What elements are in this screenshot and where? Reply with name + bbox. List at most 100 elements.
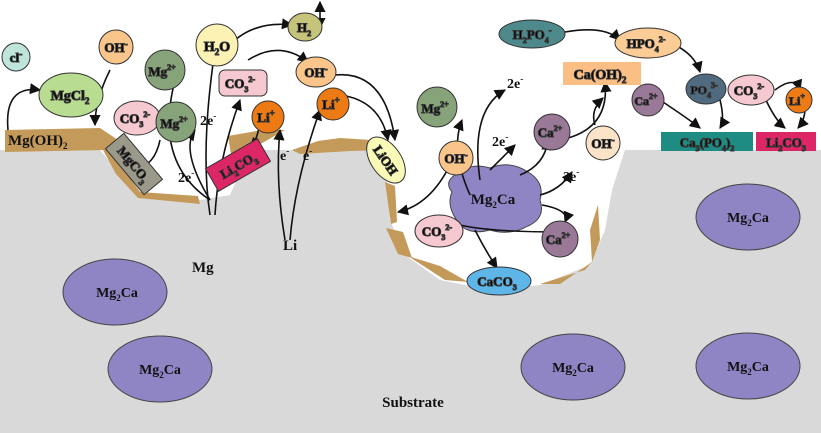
film-pit-right-4: [590, 205, 600, 262]
mgoh2-label: Mg(OH)2: [8, 133, 68, 151]
film-pit-right-1: [385, 182, 397, 224]
svg-text:Ca3(PO4)2: Ca3(PO4)2: [680, 135, 735, 153]
svg-text:OH-: OH-: [591, 135, 614, 151]
water-molecule: H2O: [195, 23, 239, 67]
arrow: [539, 171, 573, 196]
arrow: [6, 83, 42, 131]
mg2ca-particle: [107, 335, 213, 403]
arrow: [719, 99, 731, 129]
svg-text:Ca2+: Ca2+: [634, 92, 658, 108]
carbonate-ion: CO32-: [727, 74, 775, 106]
mg2ca-label: Mg2Ca: [96, 286, 138, 303]
arrow: [184, 129, 211, 201]
hydroxide-ion: OH-: [295, 56, 337, 88]
mg2ca-label: Mg2Ca: [727, 360, 769, 377]
electron-label: e-: [280, 146, 289, 164]
mg2ca-particle-irregular: [448, 164, 542, 233]
arrow: [659, 99, 701, 129]
calcium-phosphate-film: Ca3(PO4)2: [661, 132, 753, 154]
mg-metal-label: Mg: [192, 260, 214, 276]
arrow: [591, 97, 604, 126]
magnesium-ion: Mg2+: [144, 49, 186, 91]
svg-text:cl-: cl-: [10, 49, 22, 65]
svg-text:OH-: OH-: [104, 39, 127, 55]
svg-text:CO32-: CO32-: [120, 110, 151, 129]
magnesium-ion: Mg2+: [155, 101, 197, 143]
arrow: [273, 128, 286, 241]
plain-labels: Mg(OH)2 2e- 2e- e- e- 2e- 2e- 2e- Mg Li …: [8, 74, 769, 411]
arrow: [289, 108, 322, 241]
mgcl2-compound: MgCl2: [38, 72, 104, 118]
arrow: [764, 97, 786, 129]
arrow: [477, 89, 506, 181]
magnesium-ion: Mg2+: [416, 86, 458, 128]
svg-text:Li+: Li+: [322, 95, 339, 112]
electrons-label: 2e-: [507, 74, 523, 92]
film-pit-right-5: [540, 262, 592, 284]
hydroxide-ion: OH-: [438, 140, 474, 176]
svg-text:OH-: OH-: [304, 64, 327, 80]
carbonate-ion: CO32-: [113, 100, 161, 136]
arrow: [205, 48, 220, 216]
substrate-label: Substrate: [382, 395, 444, 411]
svg-text:HPO42-: HPO42-: [627, 35, 666, 54]
svg-text:Mg2+: Mg2+: [160, 115, 188, 131]
mg2ca-particles: [62, 164, 801, 403]
calcium-carbonate: CaCO3: [466, 266, 532, 296]
mg2ca-particle: [695, 332, 801, 400]
arrow: [489, 144, 516, 171]
mg2ca-label: Mg2Ca: [471, 192, 516, 210]
svg-text:Li+: Li+: [257, 108, 274, 125]
svg-text:CaCO3: CaCO3: [477, 274, 516, 292]
lithium-ion: Li+: [251, 100, 285, 134]
electrons-label: 2e-: [178, 168, 194, 186]
svg-text:H2O: H2O: [204, 40, 230, 57]
arrow: [168, 68, 211, 201]
arrow: [247, 49, 309, 63]
hydroxide-ion: OH-: [585, 125, 621, 161]
carbonate-ion: CO32-: [414, 214, 464, 248]
svg-text:Mg2+: Mg2+: [148, 63, 176, 79]
svg-text:Li2CO3: Li2CO3: [766, 135, 806, 153]
calcium-hydroxide: Ca(OH)2: [563, 62, 641, 86]
svg-text:Li+: Li+: [789, 92, 805, 108]
lithium-ion: Li+: [316, 87, 350, 121]
arrow: [334, 73, 400, 142]
calcium-ion: Ca2+: [533, 113, 571, 151]
hydrogen-gas: H2: [287, 12, 323, 42]
svg-text:Ca2+: Ca2+: [538, 124, 563, 140]
electrons-label: 2e-: [200, 111, 216, 129]
svg-text:PO43-: PO43-: [690, 81, 718, 100]
mg2ca-label: Mg2Ca: [552, 361, 594, 378]
hydroxide-ion: OH-: [98, 29, 134, 65]
mgoh2-film-left: [5, 128, 106, 152]
svg-text:H2: H2: [297, 20, 311, 38]
svg-text:Ca2+: Ca2+: [546, 231, 571, 247]
lithium-carbonate-film: Li2CO3: [204, 138, 272, 192]
mg2ca-label: Mg2Ca: [727, 211, 769, 228]
svg-text:Mg2+: Mg2+: [421, 100, 449, 116]
calcium-ion: Ca2+: [631, 83, 665, 117]
arrow: [564, 28, 621, 41]
dihydrogen-phosphate-ion: H2PO4-: [498, 19, 566, 49]
lithium-carbonate-box: Li2CO3: [756, 132, 816, 154]
film-pit-right-3: [408, 256, 468, 282]
film-pit-right-2: [386, 228, 412, 258]
film-mid: [292, 138, 385, 154]
phosphate-ion: PO43-: [685, 73, 727, 105]
svg-text:Ca(OH)2: Ca(OH)2: [574, 68, 627, 85]
li-metal-label: Li: [283, 238, 297, 254]
hydrogen-phosphate-ion: HPO42-: [614, 27, 682, 59]
calcium-ion: Ca2+: [541, 220, 579, 258]
arrow: [474, 229, 498, 269]
svg-text:CO32-: CO32-: [734, 82, 765, 101]
electrons-label: 2e-: [492, 132, 508, 150]
svg-text:MgCl2: MgCl2: [51, 89, 90, 106]
arrow: [541, 204, 575, 224]
carbonate-ion: CO32-: [218, 69, 268, 97]
reaction-arrows: [6, 0, 809, 269]
svg-text:CO32-: CO32-: [422, 223, 453, 242]
chloride-ion: cl-: [1, 42, 31, 72]
mg2ca-particle: [695, 183, 801, 251]
